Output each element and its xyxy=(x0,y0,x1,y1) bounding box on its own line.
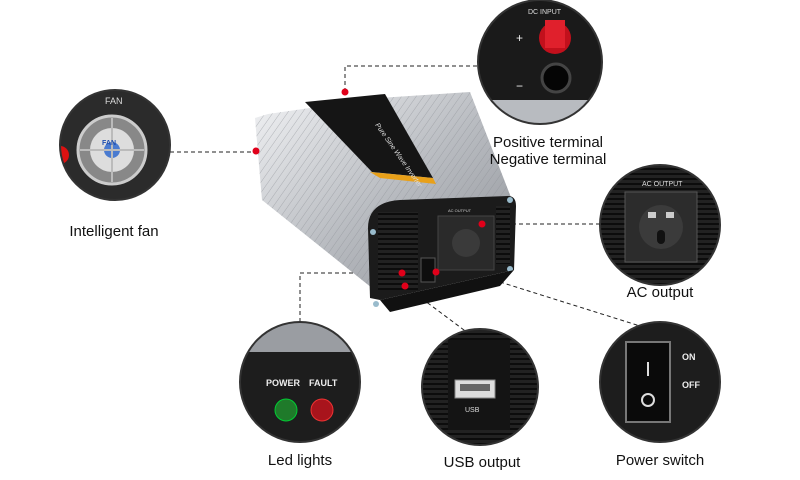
svg-text:FAULT: FAULT xyxy=(309,378,338,388)
leader-lines xyxy=(170,65,641,337)
label-positive-terminal: Positive terminal xyxy=(492,134,604,151)
leader-dc xyxy=(344,65,478,92)
top-label-panel xyxy=(305,94,433,178)
svg-text:OFF: OFF xyxy=(682,380,700,390)
svg-text:FAN: FAN xyxy=(102,140,116,147)
svg-text:+: + xyxy=(516,31,523,45)
label-power-switch: Power switch xyxy=(615,452,705,469)
svg-text:USB: USB xyxy=(465,407,480,414)
label-ac-output: AC output xyxy=(626,284,694,301)
svg-text:FAN: FAN xyxy=(105,96,123,106)
power-switch xyxy=(420,257,436,283)
led-callout: POWER FAULT xyxy=(240,322,360,442)
svg-text:POWER: POWER xyxy=(266,378,301,388)
ac-output-callout: AC OUTPUT xyxy=(600,165,720,285)
svg-text:ON: ON xyxy=(682,352,696,362)
leader-switch xyxy=(499,281,641,327)
svg-text:AC OUTPUT: AC OUTPUT xyxy=(642,181,683,188)
usb-callout: USB xyxy=(422,329,538,445)
label-usb-output: USB output xyxy=(443,454,521,471)
leader-led xyxy=(299,272,402,322)
fan-callout: FAN FAN xyxy=(60,90,170,200)
svg-text:−: − xyxy=(516,79,523,93)
label-led-lights: Led lights xyxy=(267,452,333,469)
svg-text:DC INPUT: DC INPUT xyxy=(528,9,562,16)
label-negative-terminal: Negative terminal xyxy=(489,151,607,168)
switch-callout: ON OFF xyxy=(600,322,720,442)
markers xyxy=(252,88,486,290)
inverter-body: Pure Sine Wave Inverter AC OUTPUT xyxy=(255,92,516,312)
label-intelligent-fan: Intelligent fan xyxy=(69,223,159,240)
svg-text:AC OUTPUT: AC OUTPUT xyxy=(448,208,472,213)
